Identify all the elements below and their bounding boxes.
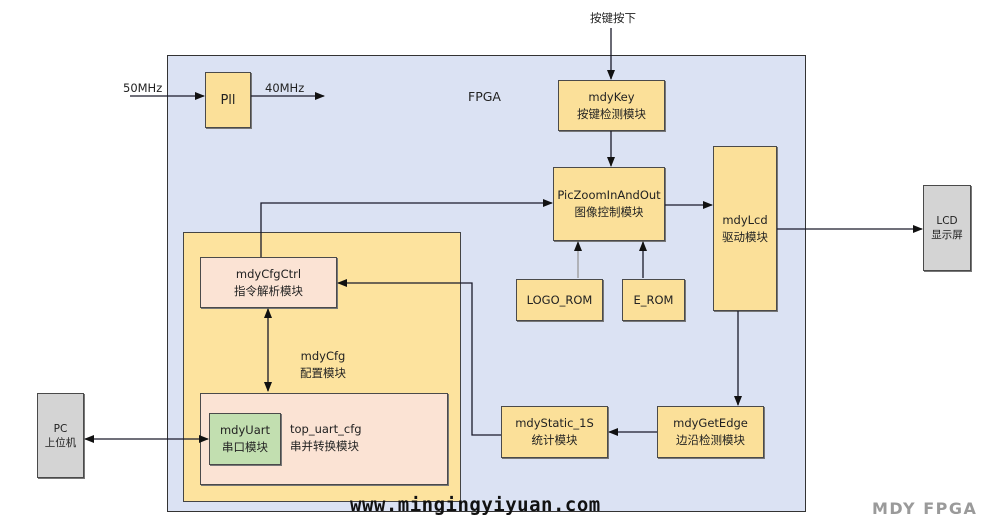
lcd-screen-box[interactable]: LCD 显示屏 bbox=[923, 185, 971, 271]
mdycfgctrl-box[interactable]: mdyCfgCtrl 指令解析模块 bbox=[200, 257, 337, 308]
mdystatic-name: mdyStatic_1S bbox=[515, 416, 594, 430]
lcd-screen-desc: 显示屏 bbox=[931, 229, 963, 241]
wire-cfgctrl-to-zoom bbox=[260, 199, 553, 257]
mdykey-box[interactable]: mdyKey 按键检测模块 bbox=[558, 80, 665, 131]
mdylcd-desc: 驱动模块 bbox=[722, 229, 768, 244]
mdyuart-box[interactable]: mdyUart 串口模块 bbox=[209, 413, 281, 465]
fpga-label: FPGA bbox=[468, 89, 501, 104]
pc-box[interactable]: PC 上位机 bbox=[37, 393, 84, 478]
logo-rom-name: LOGO_ROM bbox=[526, 292, 593, 307]
logo-rom-box[interactable]: LOGO_ROM bbox=[516, 279, 603, 321]
pll-name: Pll bbox=[220, 92, 236, 108]
piczoom-name: PicZoomInAndOut bbox=[557, 188, 661, 202]
mdylcd-box[interactable]: mdyLcd 驱动模块 bbox=[713, 146, 777, 311]
mdycfg-desc: 配置模块 bbox=[300, 366, 346, 380]
clock-in-label: 50MHz bbox=[123, 81, 163, 95]
mdygetedge-desc: 边沿检测模块 bbox=[676, 433, 745, 447]
pc-desc: 上位机 bbox=[44, 436, 77, 449]
e-rom-box[interactable]: E_ROM bbox=[622, 279, 685, 321]
mdycfgctrl-name: mdyCfgCtrl bbox=[235, 266, 302, 281]
mdycfg-label: mdyCfg 配置模块 bbox=[300, 348, 346, 382]
mdycfg-name: mdyCfg bbox=[300, 349, 346, 363]
pc-name: PC bbox=[53, 422, 68, 435]
piczoom-box[interactable]: PicZoomInAndOut 图像控制模块 bbox=[553, 167, 665, 241]
top-uart-cfg-name: top_uart_cfg bbox=[290, 422, 362, 436]
mdylcd-name: mdyLcd bbox=[722, 212, 768, 227]
key-input-label: 按键按下 bbox=[590, 11, 636, 25]
clock-out-label: 40MHz bbox=[265, 81, 305, 95]
mdykey-desc: 按键检测模块 bbox=[577, 106, 646, 121]
mdystatic-box[interactable]: mdyStatic_1S 统计模块 bbox=[501, 406, 608, 458]
top-uart-cfg-box[interactable] bbox=[200, 393, 448, 485]
website-watermark: www.mingingyiyuan.com bbox=[350, 494, 601, 516]
piczoom-desc: 图像控制模块 bbox=[574, 205, 644, 219]
mdyuart-name: mdyUart bbox=[219, 423, 270, 437]
mdyuart-desc: 串口模块 bbox=[222, 440, 268, 454]
top-uart-cfg-desc: 串并转换模块 bbox=[290, 439, 359, 453]
mdygetedge-box[interactable]: mdyGetEdge 边沿检测模块 bbox=[657, 406, 764, 458]
mdykey-name: mdyKey bbox=[588, 89, 635, 104]
e-rom-name: E_ROM bbox=[633, 292, 674, 307]
pll-box[interactable]: Pll bbox=[205, 72, 251, 128]
brand-watermark: MDY FPGA bbox=[872, 499, 978, 518]
mdystatic-desc: 统计模块 bbox=[531, 433, 578, 447]
lcd-screen-name: LCD bbox=[936, 215, 958, 227]
wire-static-to-cfgctrl bbox=[337, 279, 501, 436]
mdycfgctrl-desc: 指令解析模块 bbox=[234, 283, 303, 298]
mdygetedge-name: mdyGetEdge bbox=[673, 416, 748, 430]
top-uart-cfg-label: top_uart_cfg 串并转换模块 bbox=[290, 421, 362, 455]
